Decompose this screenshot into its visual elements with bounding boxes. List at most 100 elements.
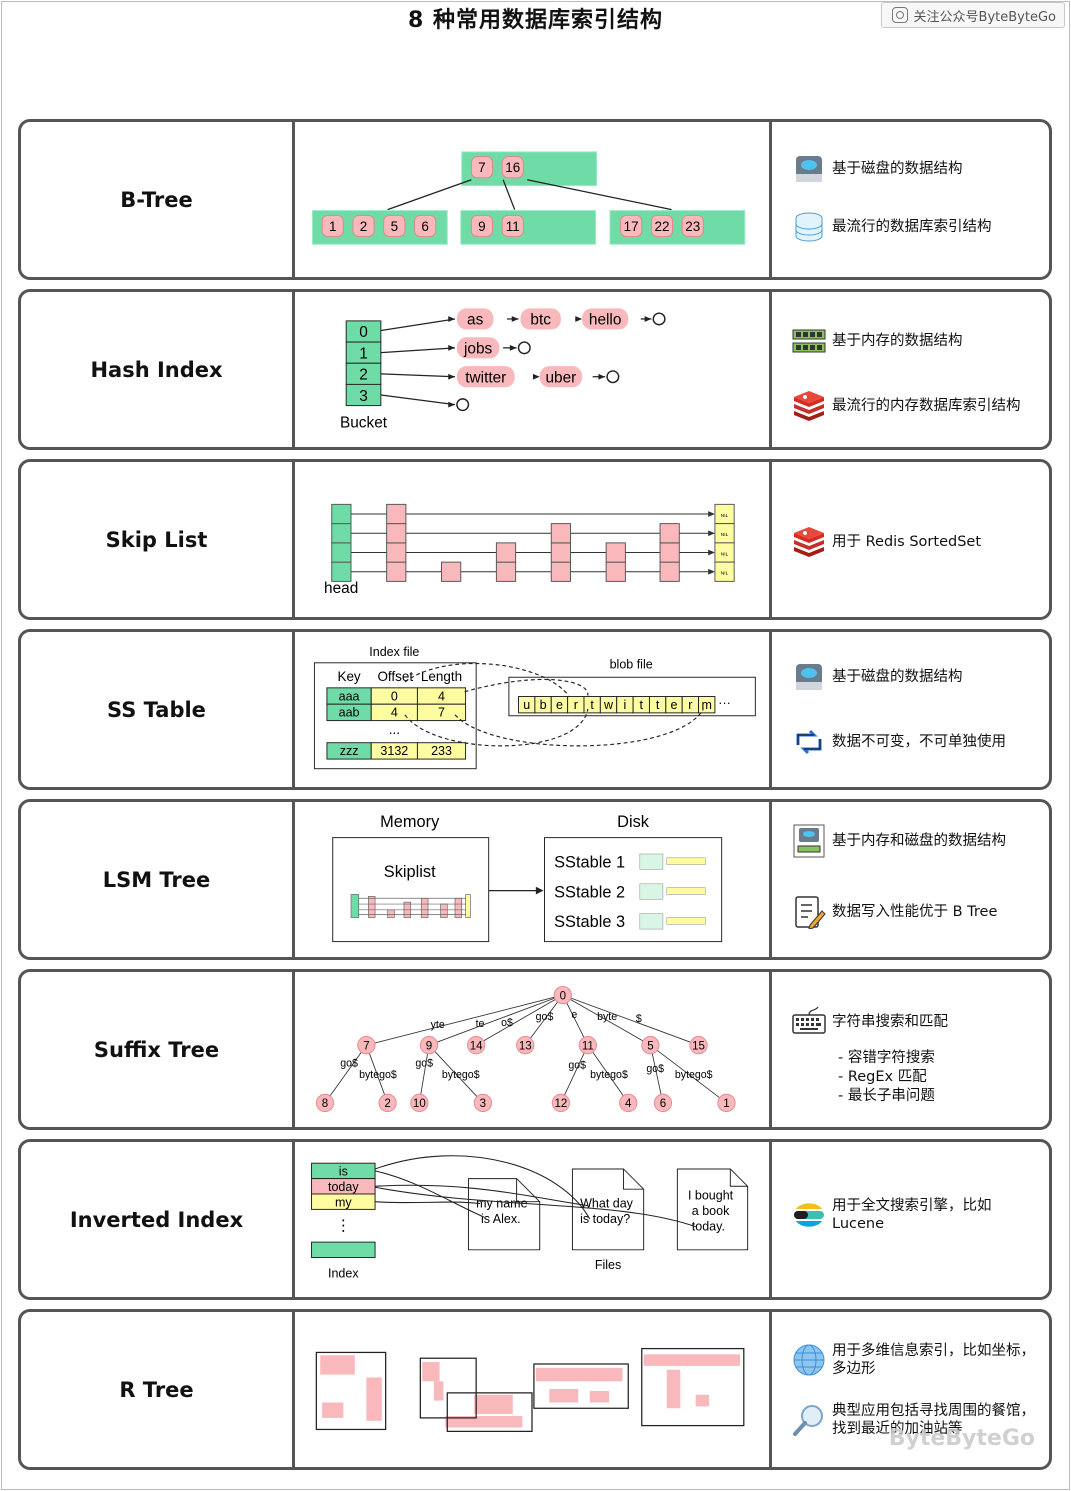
edge-label: go$ <box>340 1057 358 1069</box>
svg-text:Disk: Disk <box>617 813 650 831</box>
features: 基于内存和磁盘的数据结构 数据写入性能优于 B Tree <box>772 802 1049 957</box>
feature-subitems: - 容错字符搜索 - RegEx 匹配 - 最长子串问题 <box>838 1049 935 1106</box>
index-name: R Tree <box>119 1377 194 1402</box>
svg-text:···: ··· <box>718 696 731 710</box>
brand-badge: 关注公众号ByteByteGo <box>880 2 1065 28</box>
svg-text:SStable 1: SStable 1 <box>554 853 625 871</box>
svg-text:4: 4 <box>625 1098 632 1110</box>
svg-text:233: 233 <box>431 744 452 758</box>
disk-icon <box>792 152 826 186</box>
svg-text:u: u <box>523 698 530 712</box>
svg-text:6: 6 <box>660 1098 666 1110</box>
svg-text:Skiplist: Skiplist <box>384 863 436 881</box>
keyboard-icon <box>792 1005 826 1039</box>
svg-text:2: 2 <box>384 1098 390 1110</box>
svg-text:Files: Files <box>595 1258 621 1272</box>
svg-text:SStable 2: SStable 2 <box>554 883 625 901</box>
edge-label: bytego$ <box>442 1069 480 1081</box>
tree-node <box>410 1093 429 1113</box>
svg-text:uber: uber <box>545 369 576 386</box>
inverted-index-diagram: is today my ⋮ Index my name is Alex. Wha… <box>292 1142 772 1297</box>
skip-node <box>495 542 517 563</box>
memory-icon <box>792 324 826 358</box>
svg-text:3: 3 <box>480 1098 486 1110</box>
features: 基于内存的数据结构 最流行的内存数据库索引结构 <box>772 292 1049 447</box>
index-name: LSM Tree <box>102 867 211 892</box>
skip-node <box>441 561 462 582</box>
svg-text:4: 4 <box>438 689 445 703</box>
svg-text:today: today <box>328 1180 359 1194</box>
page-title: 8 种常用数据库索引结构 <box>408 8 663 33</box>
magnifier-icon <box>792 1403 826 1437</box>
skip-node <box>495 561 517 582</box>
lsm-tree-diagram: Memory Disk Skiplist SStable 1 SStable 2 <box>292 802 772 957</box>
svg-text:7: 7 <box>363 1041 369 1053</box>
index-name: Skip List <box>105 527 208 552</box>
tree-node <box>516 1036 535 1055</box>
feature-item: 字符串搜索和匹配 <box>792 1005 948 1039</box>
svg-text:0: 0 <box>560 990 566 1002</box>
tree-node <box>619 1093 638 1113</box>
subitem: - 容错字符搜索 <box>838 1050 935 1066</box>
svg-text:4: 4 <box>391 706 398 720</box>
svg-text:14: 14 <box>470 1041 483 1053</box>
svg-text:9: 9 <box>426 1041 432 1053</box>
row-ss-table: SS Table Index file Key Offset Length aa… <box>18 629 1052 790</box>
skip-node <box>550 561 571 582</box>
svg-text:Offset: Offset <box>377 669 413 684</box>
skip-node <box>605 561 626 582</box>
immutable-icon <box>792 725 826 759</box>
svg-text:m: m <box>702 698 712 712</box>
svg-text:is: is <box>339 1165 348 1179</box>
edge-label: go$ <box>536 1011 554 1023</box>
svg-text:t: t <box>640 698 644 712</box>
memory-disk-icon <box>792 824 826 858</box>
svg-text:9: 9 <box>478 219 486 234</box>
svg-text:w: w <box>603 698 614 712</box>
redis-icon <box>792 389 826 423</box>
features: 基于磁盘的数据结构 数据不可变，不可单独使用 <box>772 632 1049 787</box>
svg-text:aaa: aaa <box>339 689 360 703</box>
svg-text:5: 5 <box>647 1041 653 1053</box>
svg-text:What day: What day <box>580 1196 634 1210</box>
feature-item: 最流行的数据库索引结构 <box>792 210 992 244</box>
svg-text:twitter: twitter <box>465 369 506 386</box>
row-b-tree: B-Tree 7 16 1 2 5 6 9 11 17 22 23 <box>18 119 1052 280</box>
edge-label: e <box>571 1009 577 1021</box>
skip-node <box>659 542 680 563</box>
svg-text:NIL: NIL <box>721 513 729 519</box>
svg-text:2: 2 <box>360 219 368 234</box>
svg-text:3: 3 <box>359 388 368 405</box>
feature-item: 基于内存和磁盘的数据结构 <box>792 824 1006 858</box>
feature-item: 用于 Redis SortedSet <box>792 525 981 559</box>
feature-item: 基于磁盘的数据结构 <box>792 152 963 186</box>
skip-node <box>386 523 407 544</box>
tree-node <box>378 1093 397 1113</box>
svg-text:e: e <box>671 698 678 712</box>
index-name: Suffix Tree <box>93 1037 220 1062</box>
hash-index-diagram: 0 1 2 3 Bucket as btc hello jobs twitter… <box>292 292 772 447</box>
svg-text:Bucket: Bucket <box>340 415 388 432</box>
svg-text:is Alex.: is Alex. <box>481 1212 521 1226</box>
svg-text:⋮: ⋮ <box>336 1218 351 1235</box>
edge-label: bytego$ <box>675 1069 713 1081</box>
svg-text:NIL: NIL <box>721 532 729 538</box>
edge-label: byte <box>597 1011 617 1023</box>
row-inverted-index: Inverted Index is today my ⋮ Index my na… <box>18 1139 1052 1300</box>
skip-node <box>550 542 571 563</box>
svg-text:1: 1 <box>723 1098 729 1110</box>
svg-text:my name: my name <box>476 1196 527 1210</box>
tree-node <box>689 1036 708 1055</box>
svg-text:a book: a book <box>692 1204 730 1218</box>
svg-text:today.: today. <box>692 1220 725 1234</box>
svg-text:11: 11 <box>582 1041 594 1053</box>
row-hash-index: Hash Index 0 1 2 3 Bucket as btc hello j… <box>18 289 1052 450</box>
edge-label: go$ <box>415 1057 433 1069</box>
globe-icon <box>792 1343 826 1377</box>
ss-table-diagram: Index file Key Offset Length aaa 0 4 aab… <box>292 632 772 787</box>
svg-text:e: e <box>556 698 563 712</box>
skip-node <box>331 561 352 582</box>
